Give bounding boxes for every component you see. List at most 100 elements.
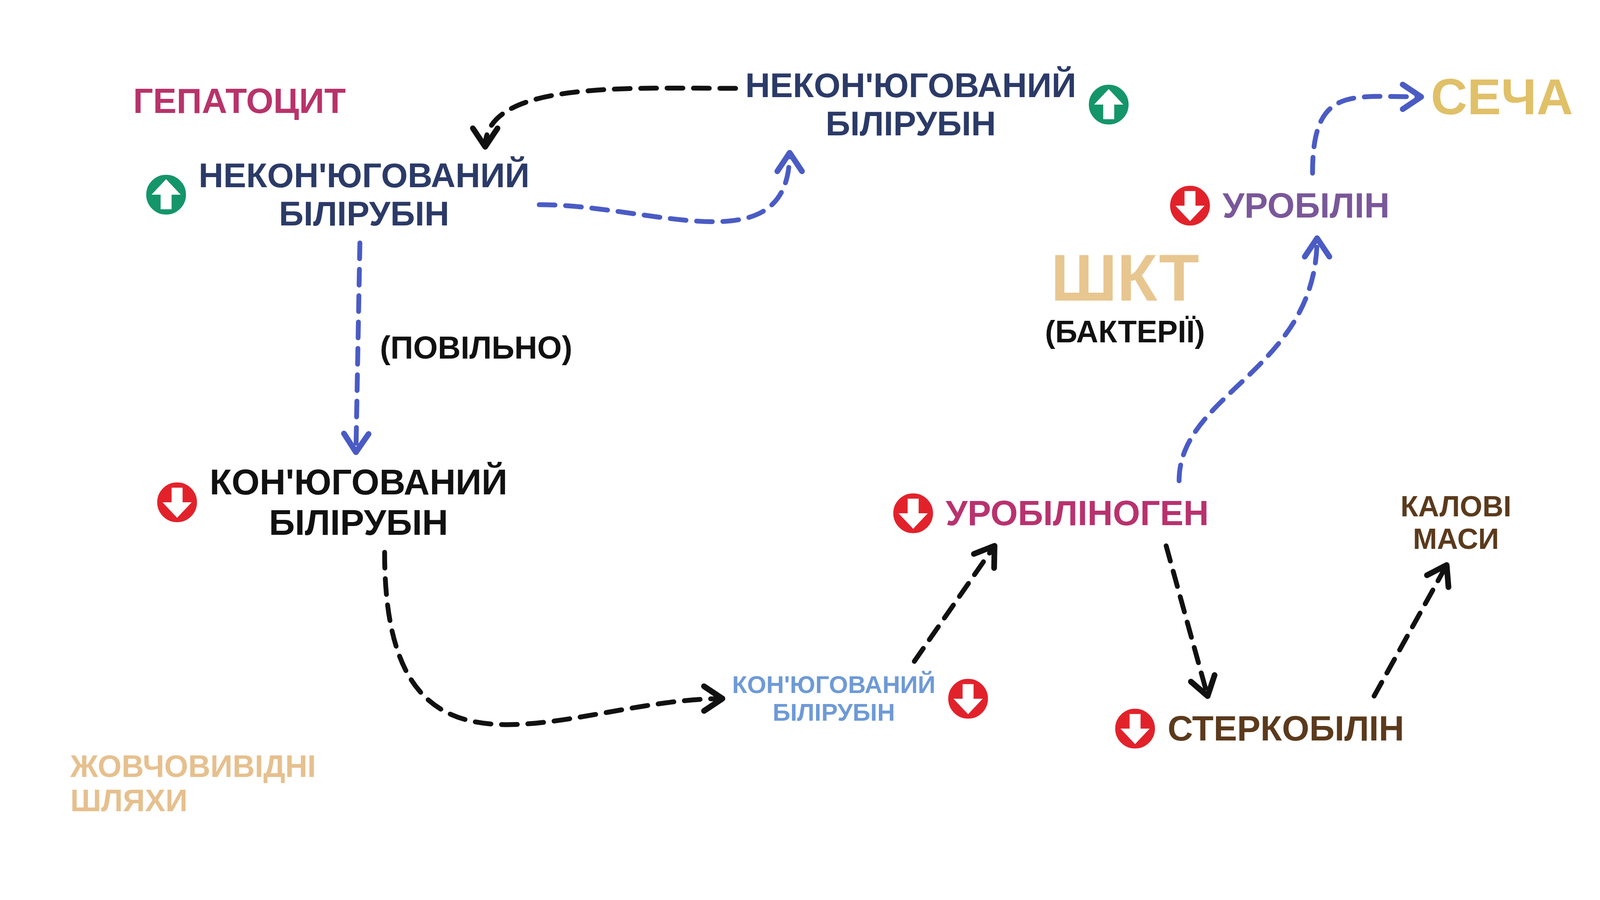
gi-tract-region: ШКТ(БАКТЕРІЇ)КОН'ЮГОВАНИЙ БІЛІРУБІНУРОБІ… <box>698 372 1567 879</box>
node-texts: НЕКОН'ЮГОВАНИЙ БІЛІРУБІН <box>198 156 530 234</box>
connector <box>539 152 802 222</box>
hepatocyte-box: ГЕПАТОЦИТ НЕКОН'ЮГОВАНИЙ БІЛІРУБІН КОН'ЮГО… <box>110 40 638 567</box>
dashed-line <box>355 243 360 453</box>
icon-arrow <box>1120 714 1151 745</box>
connector <box>914 545 995 662</box>
node-row: КОН'ЮГОВАНИЙ БІЛІРУБІН <box>729 668 994 729</box>
node-label-node: НЕКОН'ЮГОВАНИЙ БІЛІРУБІН <box>140 153 533 236</box>
decrease-icon <box>1167 182 1213 229</box>
decrease-icon <box>945 675 991 722</box>
arrow-head <box>472 128 498 147</box>
decrease-icon <box>890 490 937 537</box>
cell-title: ГЕПАТОЦИТ <box>133 81 346 121</box>
node-row: КАЛОВІ МАСИ <box>1397 487 1514 559</box>
cell-blob <box>420 359 539 478</box>
icon-arrow <box>151 179 182 210</box>
node-row: УРОБІЛІН <box>1164 180 1393 232</box>
icon-arrow <box>162 487 193 519</box>
connector <box>344 243 369 453</box>
cell-blob <box>527 195 638 315</box>
icon-arrow <box>1094 89 1124 120</box>
cell-blob <box>117 357 230 470</box>
node-label: КАЛОВІ МАСИ <box>1400 490 1512 556</box>
cell-blob <box>457 40 584 156</box>
gi-tract-shape <box>698 372 1567 879</box>
node-row: КОН'ЮГОВАНИЙ БІЛІРУБІН <box>151 459 511 546</box>
connector <box>1179 238 1330 481</box>
gi-heading: ШКТ(БАКТЕРІЇ) <box>1023 240 1227 349</box>
connector <box>1312 84 1422 174</box>
icon-circle <box>145 174 188 217</box>
arrow-head <box>973 545 995 568</box>
gi-title: ШКТ <box>1023 240 1227 315</box>
duct-label: ЖОВЧОВИВІДНІ ШЛЯХИ <box>70 749 316 819</box>
dashed-line <box>1166 545 1208 697</box>
node-label-node: СТЕРКОБІЛІН <box>1109 703 1407 755</box>
arrow-head <box>1190 674 1215 697</box>
gi-subtitle: (БАКТЕРІЇ) <box>1023 314 1227 349</box>
connector <box>1166 545 1215 697</box>
node-label: КОН'ЮГОВАНИЙ БІЛІРУБІН <box>209 461 508 543</box>
node-texts: КОН'ЮГОВАНИЙ БІЛІРУБІН <box>209 461 508 543</box>
node-row: УРОБІЛІНОГЕН <box>887 487 1212 539</box>
node-label: СЕЧА <box>1430 68 1574 126</box>
node-texts: УРОБІЛІНОГЕН <box>945 493 1209 534</box>
gi-outline <box>698 372 1567 879</box>
node-row: СЕЧА <box>1428 65 1576 128</box>
icon-circle <box>1087 83 1130 127</box>
node-label-node: УРОБІЛІНОГЕН <box>887 487 1212 539</box>
node-label: КОН'ЮГОВАНИЙ БІЛІРУБІН <box>732 671 936 726</box>
connector <box>384 552 723 725</box>
node-texts: СТЕРКОБІЛІН <box>1167 708 1405 749</box>
node-texts: СЕЧА <box>1430 68 1574 126</box>
node-label-node: КАЛОВІ МАСИ <box>1397 487 1514 559</box>
node-label: НЕКОН'ЮГОВАНИЙ БІЛІРУБІН <box>745 66 1077 144</box>
dashed-line <box>914 545 995 662</box>
node-label: УРОБІЛІНОГЕН <box>945 493 1209 534</box>
node-label-node: КОН'ЮГОВАНИЙ БІЛІРУБІН <box>729 668 994 729</box>
cell-blob <box>324 237 411 324</box>
node-row: НЕКОН'ЮГОВАНИЙ БІЛІРУБІН <box>742 63 1135 146</box>
node-texts: УРОБІЛІН <box>1222 185 1390 226</box>
icon-arrow <box>953 683 984 715</box>
dashed-line <box>485 87 736 147</box>
connector <box>1374 565 1449 697</box>
dashed-line <box>1179 238 1318 481</box>
dashed-line <box>1374 565 1447 697</box>
bile-duct-shape <box>351 563 707 855</box>
icon-arrow <box>1175 191 1205 222</box>
dashed-line <box>539 152 790 222</box>
icon-circle <box>1168 184 1212 227</box>
node-texts: КОН'ЮГОВАНИЙ БІЛІРУБІН <box>732 671 936 726</box>
arrow-head <box>777 152 802 172</box>
decrease-icon <box>154 479 200 526</box>
increase-icon <box>143 171 189 218</box>
icon-circle <box>892 492 935 535</box>
node-label-node: УРОБІЛІН <box>1164 180 1393 232</box>
node-texts: НЕКОН'ЮГОВАНИЙ БІЛІРУБІН <box>745 66 1077 144</box>
hepatocyte-body <box>110 40 638 567</box>
arrow-head <box>1426 565 1449 588</box>
arrow-head <box>1304 238 1330 257</box>
icon-arrow <box>898 498 929 530</box>
node-texts: КАЛОВІ МАСИ <box>1400 490 1512 556</box>
icon-circle <box>946 677 990 720</box>
icon-circle <box>156 481 199 524</box>
arrow-head <box>703 686 723 712</box>
node-label: НЕКОН'ЮГОВАНИЙ БІЛІРУБІН <box>198 156 530 234</box>
node-label: СТЕРКОБІЛІН <box>1167 708 1405 749</box>
dashed-line <box>384 552 723 725</box>
node-label-node: КОН'ЮГОВАНИЙ БІЛІРУБІН <box>151 459 511 546</box>
arrow-head <box>344 433 369 453</box>
edge-label: (ПОВІЛЬНО) <box>379 330 573 366</box>
connector <box>472 87 736 147</box>
node-row: СТЕРКОБІЛІН <box>1109 703 1407 755</box>
node-label: УРОБІЛІН <box>1222 185 1390 226</box>
arrow-head <box>1402 84 1422 109</box>
blobs <box>117 40 638 478</box>
node-row: НЕКОН'ЮГОВАНИЙ БІЛІРУБІН <box>140 153 533 236</box>
node-label-node: СЕЧА <box>1428 65 1576 128</box>
node-label-node: НЕКОН'ЮГОВАНИЙ БІЛІРУБІН <box>742 63 1135 146</box>
increase-icon <box>1085 81 1132 128</box>
